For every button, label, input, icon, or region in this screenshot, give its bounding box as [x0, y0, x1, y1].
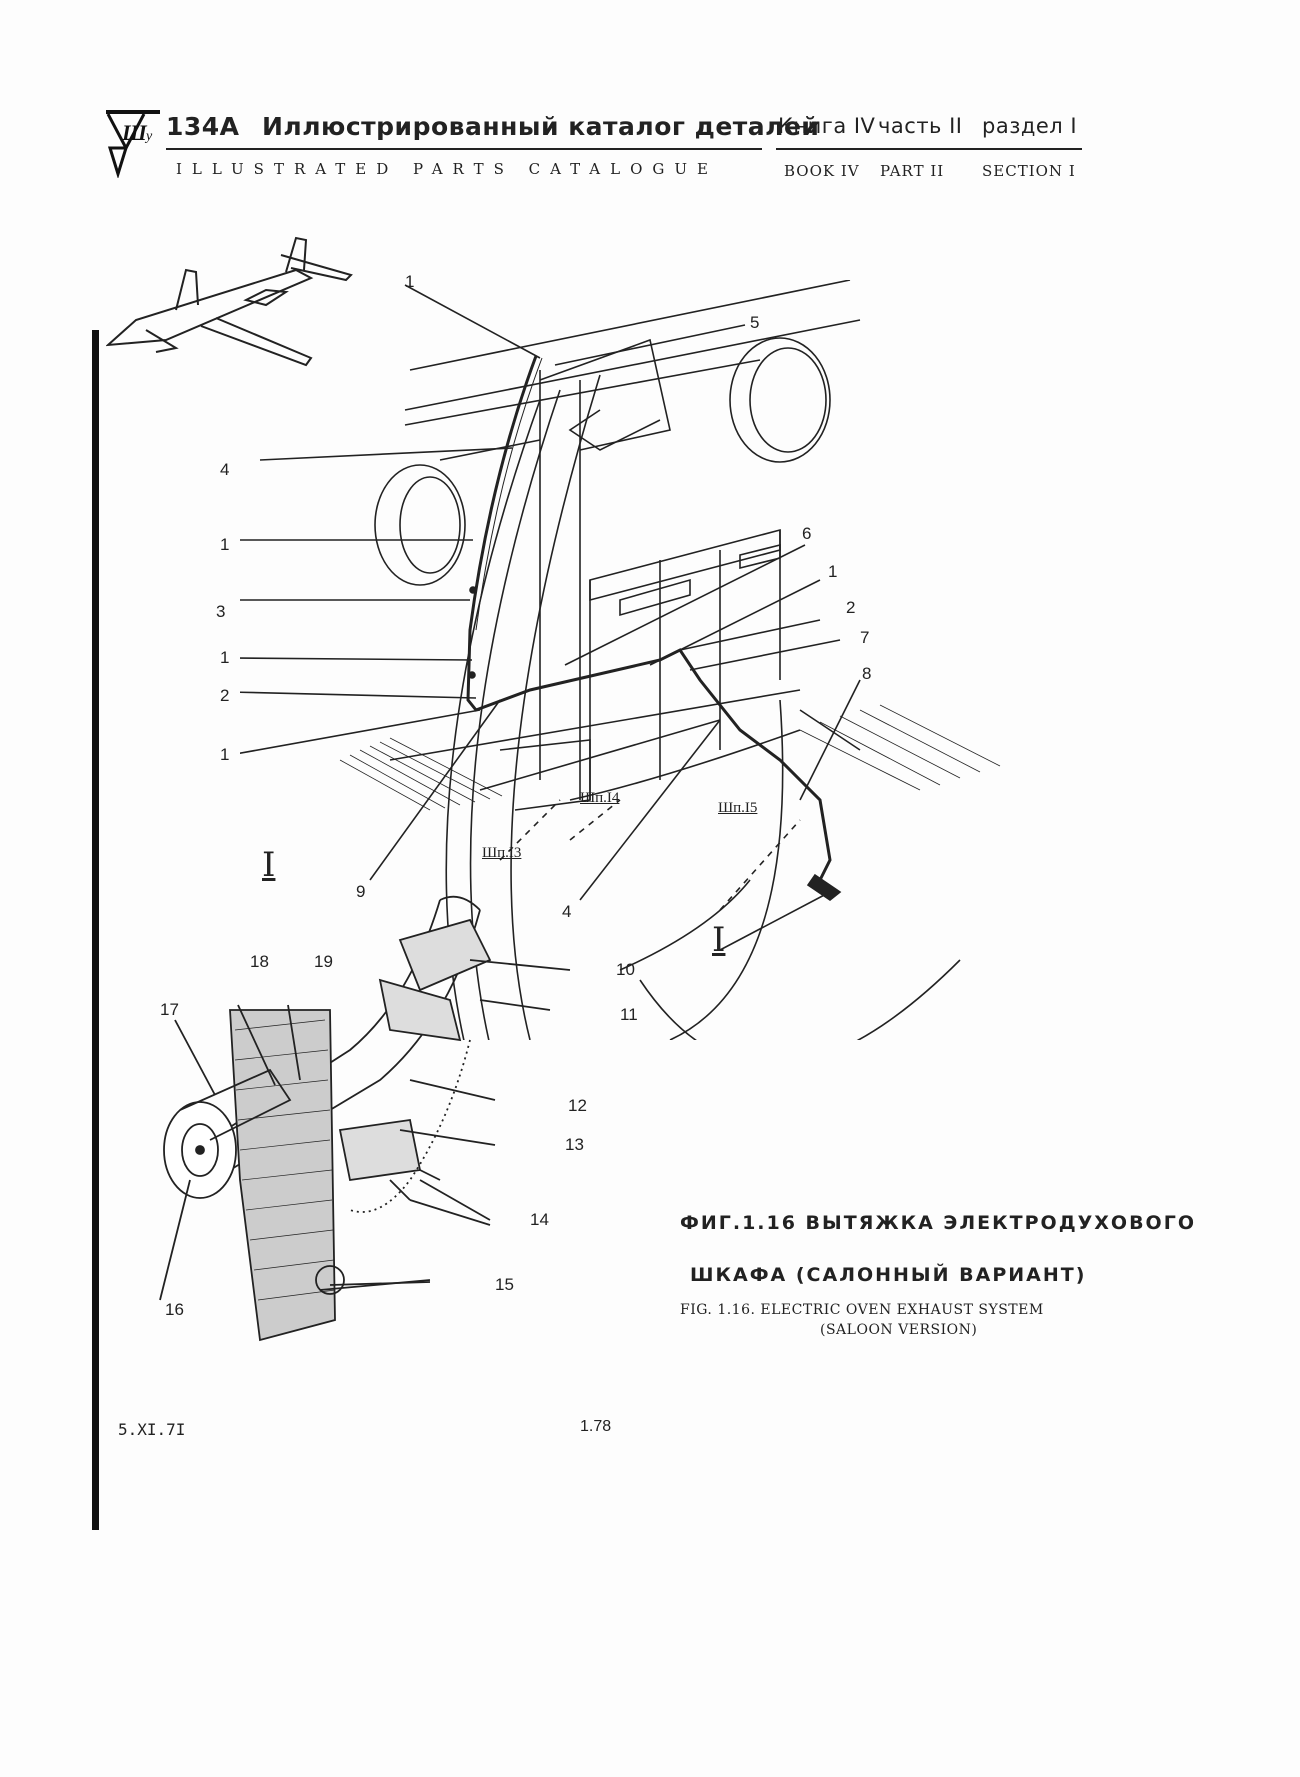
callout-2-b: 2 [846, 598, 856, 617]
header-model: 134А [166, 112, 240, 141]
callout-7: 7 [860, 628, 870, 647]
callout-8: 8 [862, 664, 872, 683]
lower-detail-figure [150, 880, 630, 1360]
callout-6: 6 [802, 524, 812, 543]
callout-15: 15 [495, 1275, 514, 1294]
callout-1-d: 1 [220, 745, 230, 764]
callout-2-a: 2 [220, 686, 230, 705]
logo: Ш у [104, 108, 162, 180]
margin-bar [92, 330, 99, 1530]
callout-3: 3 [216, 602, 226, 621]
callout-1-c: 1 [220, 648, 230, 667]
footer-date: 5.XI.7I [118, 1420, 186, 1439]
callout-9: 9 [356, 882, 366, 901]
footer-page-number: 1.78 [580, 1418, 612, 1435]
callout-10: 10 [616, 960, 635, 979]
callout-18: 18 [250, 952, 269, 971]
connector-sh15: Шп.I5 [718, 800, 758, 816]
header-book-ru: Книга IV [778, 114, 876, 138]
header-rule-right [776, 148, 1082, 150]
header-book-en: BOOK IV [784, 162, 860, 180]
svg-text:у: у [144, 129, 153, 144]
section-mark-left: I [262, 845, 276, 885]
callout-11: 11 [620, 1005, 638, 1024]
callout-13: 13 [565, 1135, 584, 1154]
connector-sh14: Шп.I4 [580, 790, 620, 806]
header-part-ru: часть II [878, 114, 963, 138]
callout-1-a: 1 [220, 535, 230, 554]
caption-ru-line2: ШКАФА (САЛОННЫЙ ВАРИАНТ) [690, 1264, 1087, 1286]
aircraft-thumbnail [105, 230, 356, 380]
connector-sh13: Шп.I3 [482, 845, 522, 861]
upper-figure [229, 279, 1100, 1101]
callout-1-top: 1 [405, 272, 415, 291]
header-part-en: PART II [880, 162, 945, 180]
callout-16: 16 [165, 1300, 184, 1319]
caption-en-line1: FIG. 1.16. ELECTRIC OVEN EXHAUST SYSTEM [680, 1302, 1044, 1318]
svg-text:Ш: Ш [121, 120, 148, 145]
callout-5: 5 [750, 313, 760, 332]
callout-12: 12 [568, 1096, 587, 1115]
caption-ru-line1: ФИГ.1.16 ВЫТЯЖКА ЭЛЕКТРОДУХОВОГО [680, 1212, 1196, 1234]
section-mark-right: I [712, 920, 726, 960]
callout-19: 19 [314, 952, 333, 971]
callout-4: 4 [220, 460, 230, 479]
caption-en-line2: (SALOON VERSION) [820, 1322, 978, 1338]
header-section-ru: раздел I [982, 114, 1078, 138]
callout-14: 14 [530, 1210, 549, 1229]
header-title-ru: Иллюстрированный каталог деталей [262, 112, 820, 141]
header-rule-left [166, 148, 762, 150]
callout-17: 17 [160, 1000, 179, 1019]
header-title-en: ILLUSTRATED PARTS CATALOGUE [176, 160, 718, 178]
callout-4-b: 4 [562, 902, 572, 921]
callout-1-b: 1 [828, 562, 838, 581]
header-section-en: SECTION I [982, 162, 1076, 180]
